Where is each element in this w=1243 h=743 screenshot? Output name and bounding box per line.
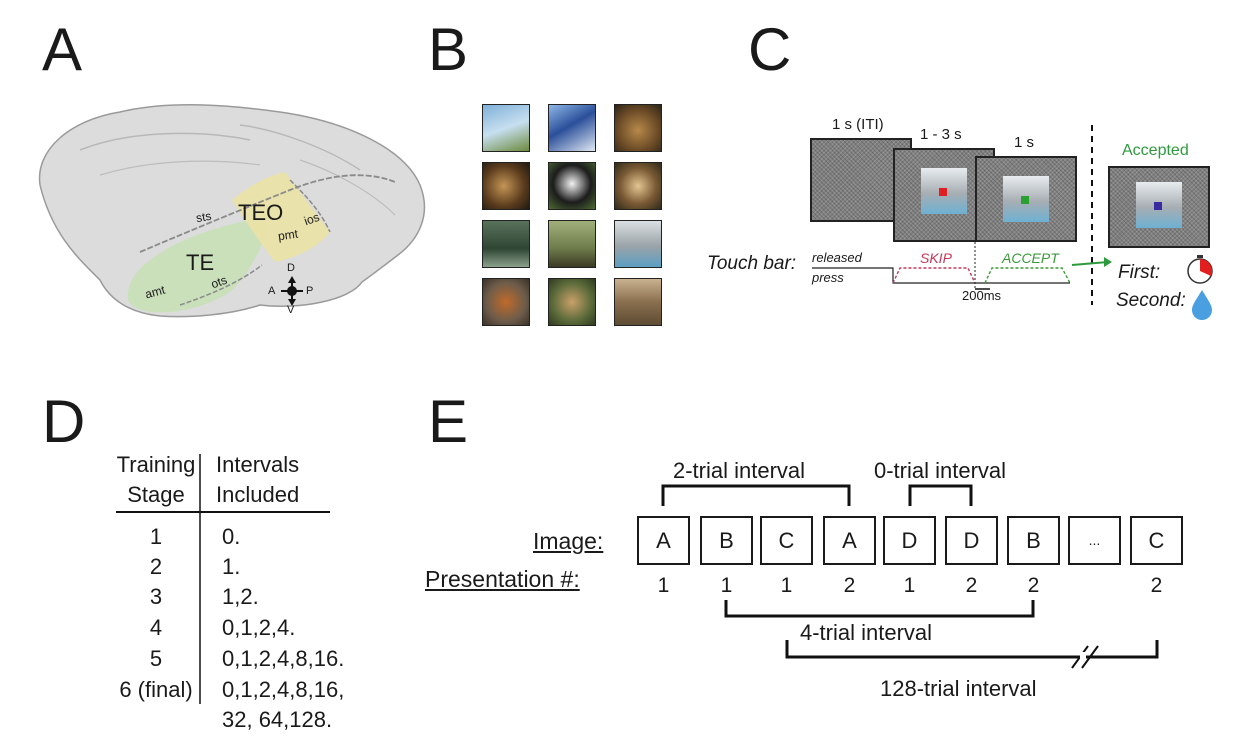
touch-bar-label: Touch bar:: [707, 253, 797, 274]
owl-icon: [614, 162, 662, 210]
water-drop-icon: [1192, 290, 1212, 320]
panel-label-e: E: [428, 388, 469, 455]
ios-sulcus: [289, 179, 331, 233]
compass-a: A: [268, 285, 276, 297]
presentation-number: 1: [903, 574, 916, 597]
four-trial-bracket: [724, 600, 1035, 618]
response-screen: [975, 156, 1077, 242]
bird-icon: [482, 104, 530, 152]
te-region: [127, 220, 268, 313]
deer-icon: [548, 278, 596, 326]
table-row-continuation: 32, 64,128.: [222, 707, 333, 732]
presentation-number: 1: [780, 574, 793, 597]
table-row-intervals: 0,1,2,4.: [222, 615, 296, 640]
compass-v: V: [287, 304, 295, 316]
zero-trial-label: 0-trial interval: [874, 458, 1007, 483]
presentation-number: 1: [720, 574, 733, 597]
image-box: D: [945, 516, 998, 565]
presentation-number: 2: [843, 574, 856, 597]
table-row-stage: 4: [149, 615, 163, 640]
presentation-number: 2: [965, 574, 978, 597]
purple-cue-square: [1154, 202, 1162, 210]
compass-d: D: [287, 262, 295, 274]
red-cue-square: [939, 188, 947, 196]
brain-hemisphere: [38, 104, 426, 318]
timer-icon: [1187, 255, 1213, 284]
table-row-stage: 6 (final): [119, 677, 193, 702]
panel-label-c: C: [748, 16, 792, 83]
image-box: A: [637, 516, 690, 565]
presentation-row-label: Presentation #:: [425, 566, 580, 592]
press-label: press: [812, 270, 844, 285]
table-row-stage: 2: [149, 554, 163, 579]
fox-icon: [482, 278, 530, 326]
second-reward-label: Second:: [1116, 290, 1186, 311]
two-trial-bracket: [661, 484, 851, 506]
sts-sulcus: [139, 174, 396, 253]
orientation-compass-icon: [281, 276, 303, 306]
table-row-intervals: 0.: [222, 524, 241, 549]
first-reward-label: First:: [1118, 262, 1161, 283]
iti-label: 1 s (ITI): [832, 116, 884, 133]
stim-duration-label: 1 - 3 s: [920, 126, 962, 143]
goose-icon: [548, 220, 596, 268]
accepted-label: Accepted: [1122, 142, 1189, 159]
image-box: C: [1130, 516, 1183, 565]
teo-label: TEO: [238, 200, 284, 225]
intervals-header-line1: Intervals: [216, 452, 300, 477]
intervals-header-line2: Included: [216, 482, 300, 507]
stage-header-line2: Stage: [127, 482, 185, 507]
ducks-icon: [482, 220, 530, 268]
table-row-intervals: 0,1,2,4,8,16.: [222, 646, 345, 671]
four-trial-label: 4-trial interval: [800, 620, 933, 645]
one-twenty-eight-bracket: [785, 640, 1159, 659]
presentation-number: 1: [657, 574, 670, 597]
elephant-icon: [614, 220, 662, 268]
stage-header-line1: Training: [116, 452, 196, 477]
one-second-label: 1 s: [1014, 134, 1035, 151]
table-row-stage: 3: [149, 584, 163, 609]
teo-region: [232, 172, 330, 262]
image-box: A: [823, 516, 876, 565]
one-twenty-eight-label: 128-trial interval: [880, 676, 1037, 701]
bluejay-icon: [548, 104, 596, 152]
panda-icon: [548, 162, 596, 210]
lion-icon: [482, 162, 530, 210]
presentation-number: 2: [1150, 574, 1163, 597]
table-row-stage: 5: [149, 646, 163, 671]
image-box-ellipsis: ...: [1068, 516, 1121, 565]
image-row-label: Image:: [533, 528, 604, 554]
panel-label-b: B: [428, 16, 469, 83]
frog-icon: [614, 104, 662, 152]
table-row-stage: 1: [149, 524, 163, 549]
released-label: released: [812, 250, 862, 265]
image-box: D: [883, 516, 936, 565]
panel-label-a: A: [42, 16, 83, 83]
green-cue-square: [1021, 196, 1029, 204]
skip-label: SKIP: [920, 250, 952, 266]
accepted-screen: [1108, 166, 1210, 248]
table-row-intervals: 1,2.: [222, 584, 259, 609]
ms-label: 200ms: [962, 288, 1002, 303]
zero-trial-bracket: [908, 484, 973, 506]
table-row-intervals: 0,1,2,4,8,16,: [222, 677, 345, 702]
panel-label-d: D: [42, 388, 86, 455]
giraffe-icon: [614, 278, 662, 326]
accept-label: ACCEPT: [1002, 250, 1059, 266]
image-box: C: [760, 516, 813, 565]
presentation-number: 2: [1027, 574, 1040, 597]
two-trial-label: 2-trial interval: [673, 458, 806, 483]
table-row-intervals: 1.: [222, 554, 241, 579]
image-box: B: [700, 516, 753, 565]
ots-sulcus: [179, 264, 263, 306]
te-label: TE: [186, 250, 215, 275]
image-box: B: [1007, 516, 1060, 565]
compass-p: P: [306, 285, 314, 297]
